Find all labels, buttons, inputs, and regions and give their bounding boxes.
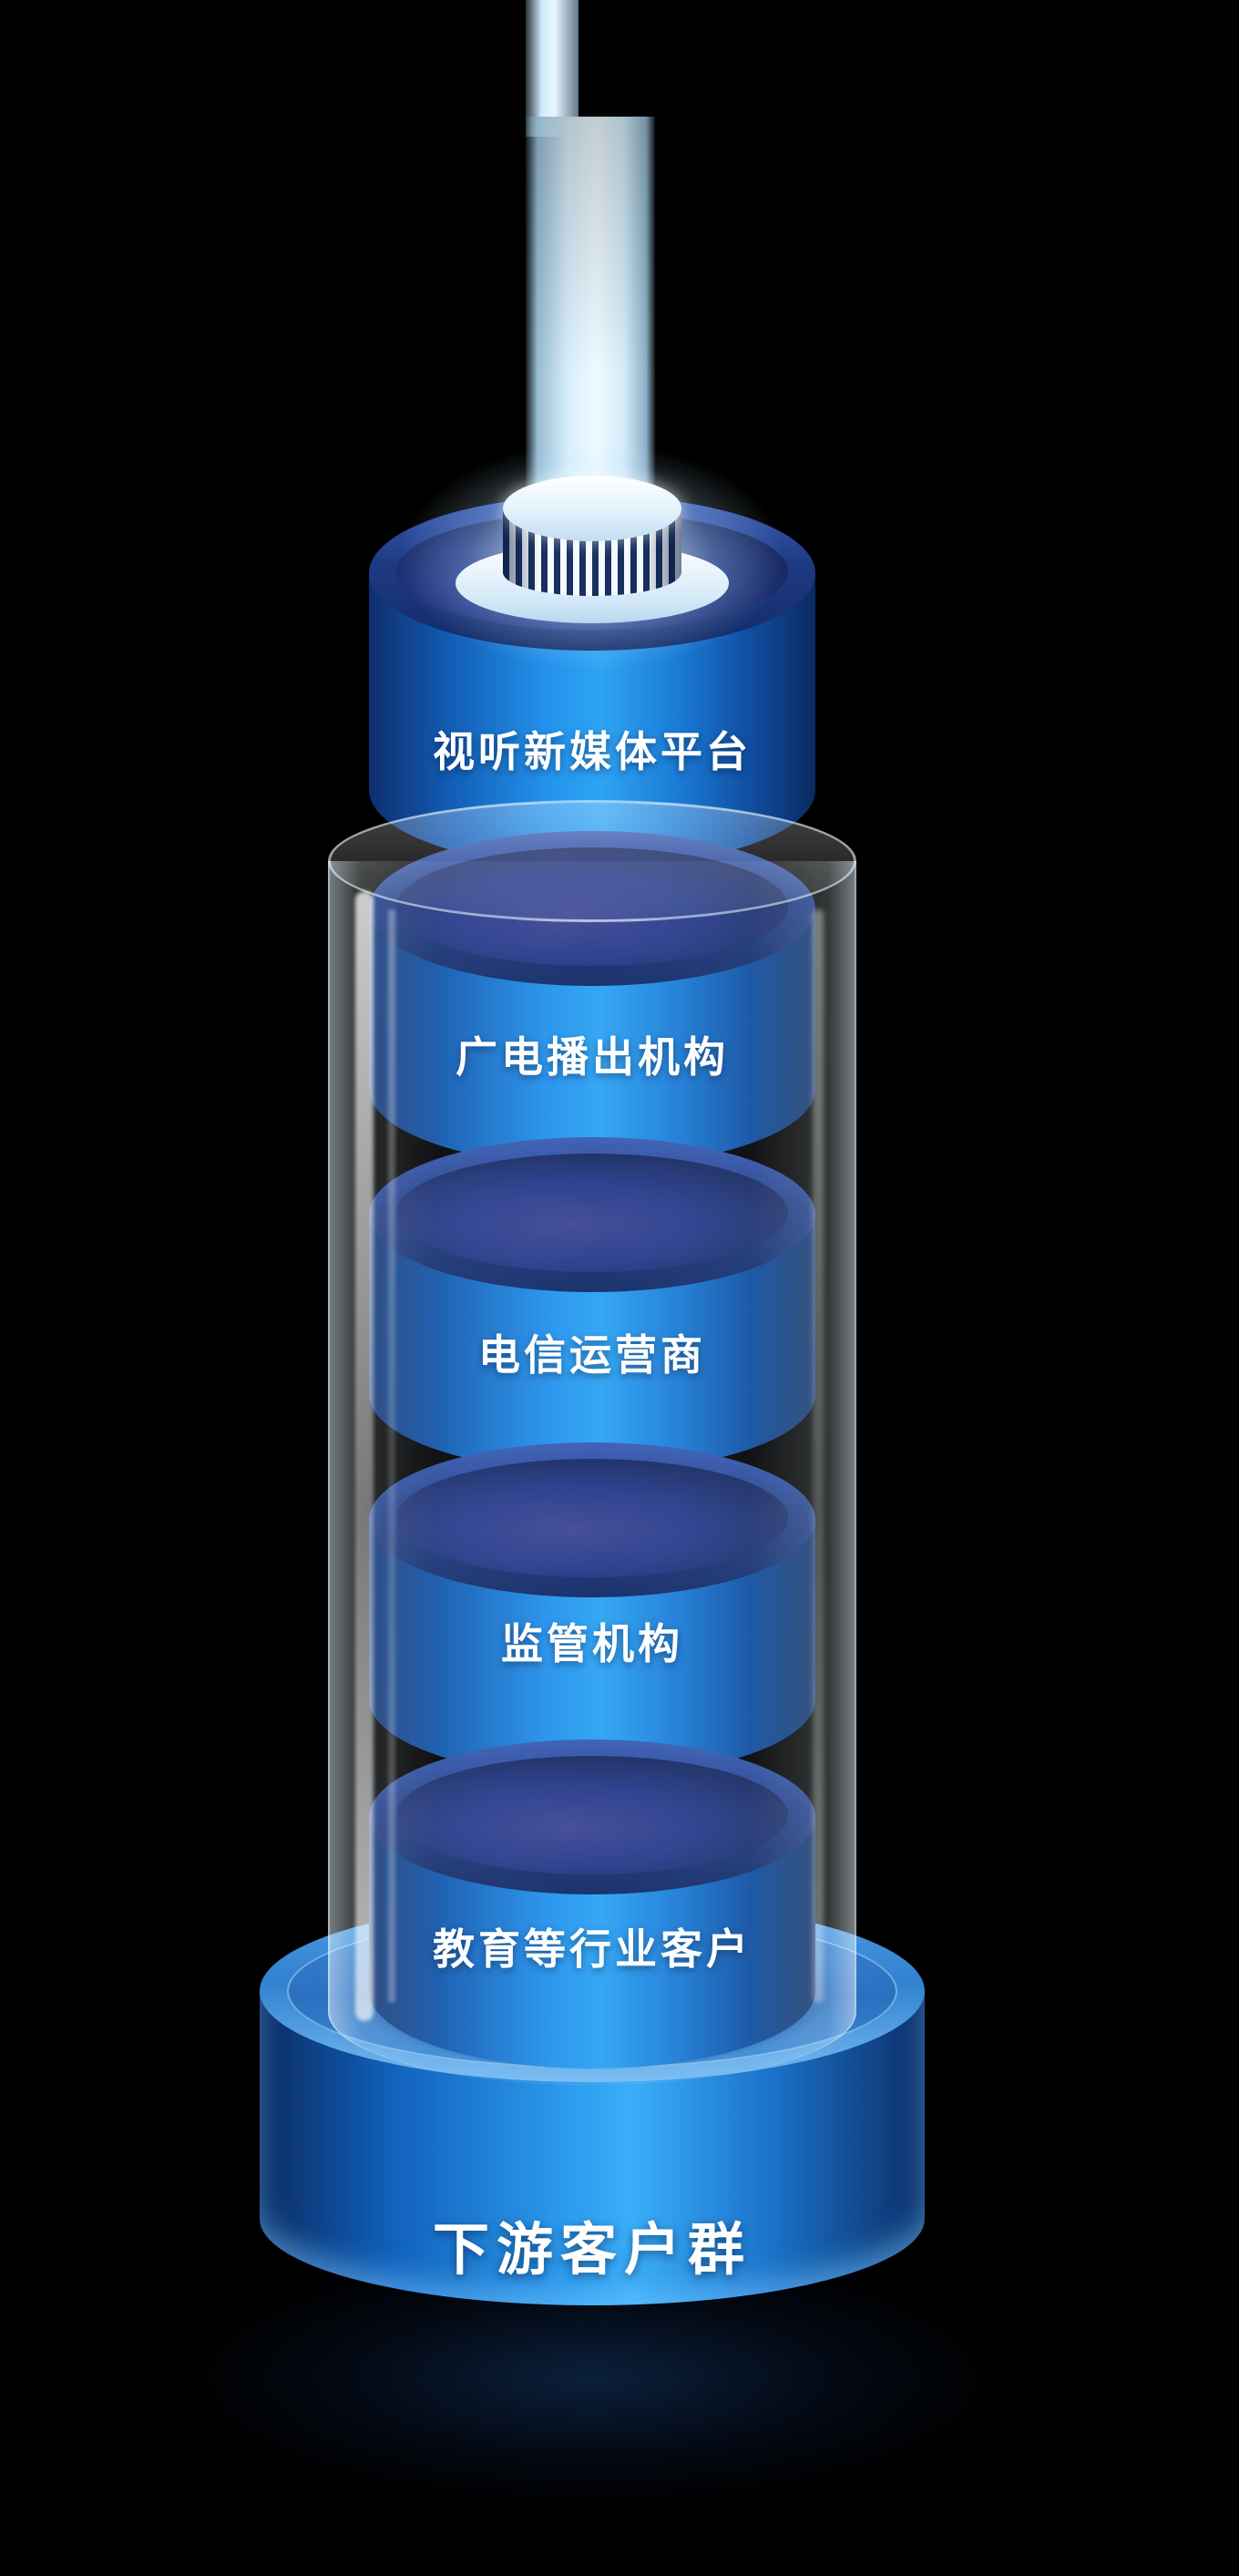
segment-2-top-recess <box>396 847 788 966</box>
base-label: 下游客户群 <box>432 2219 752 2282</box>
segment-5-label: 教育等行业客户 <box>433 1925 752 1973</box>
segment-3-top-recess <box>396 1154 788 1272</box>
segment-2-cylinder: 广电播出机构 <box>369 831 815 1166</box>
segment-5-top-recess <box>396 1756 788 1874</box>
cap-top <box>503 476 681 541</box>
segment-5-cylinder: 教育等行业客户 <box>369 1740 815 2068</box>
light-beam-top <box>526 0 579 137</box>
segment-4-top <box>369 1442 815 1597</box>
segment-1-label: 视听新媒体平台 <box>433 728 752 775</box>
segment-3-label: 电信运营商 <box>478 1331 706 1379</box>
segment-3-top <box>369 1137 815 1292</box>
segment-4-top-recess <box>396 1459 788 1577</box>
segment-3-cylinder: 电信运营商 <box>369 1137 815 1472</box>
segment-2-label: 广电播出机构 <box>456 1033 729 1081</box>
segment-5-top <box>369 1740 815 1894</box>
segment-2-top <box>369 831 815 986</box>
segment-4-cylinder: 监管机构 <box>369 1442 815 1777</box>
segment-4-label: 监管机构 <box>501 1620 683 1668</box>
